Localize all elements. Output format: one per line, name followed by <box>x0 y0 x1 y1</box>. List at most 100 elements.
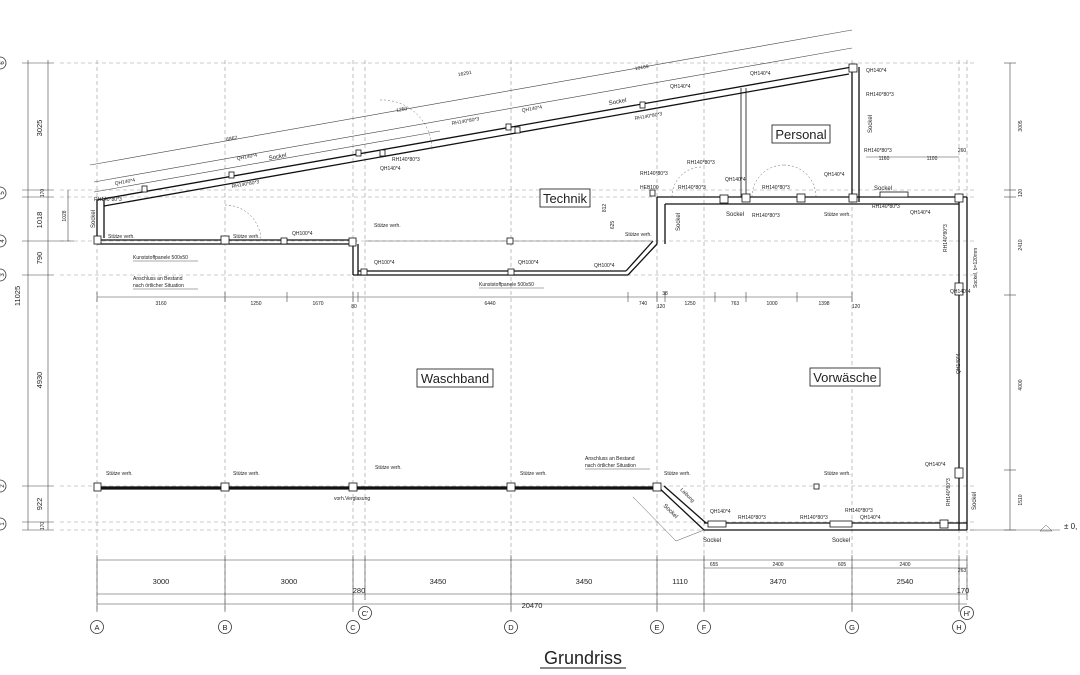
svg-text:C: C <box>350 623 356 632</box>
svg-text:3000: 3000 <box>153 577 170 586</box>
svg-text:170: 170 <box>957 586 970 595</box>
svg-text:1510: 1510 <box>1018 494 1024 505</box>
svg-text:3000: 3000 <box>281 577 298 586</box>
svg-text:D: D <box>508 623 514 632</box>
svg-text:RH140*80*3: RH140*80*3 <box>231 179 260 190</box>
svg-text:A: A <box>94 623 99 632</box>
svg-text:Anschluss an Bestand: Anschluss an Bestand <box>585 456 635 462</box>
svg-text:1250: 1250 <box>396 106 408 114</box>
svg-text:812: 812 <box>602 204 608 213</box>
svg-text:QH140*4: QH140*4 <box>950 289 971 295</box>
svg-text:1670: 1670 <box>312 301 323 307</box>
svg-text:QH140*4: QH140*4 <box>670 84 691 90</box>
svg-text:38: 38 <box>662 291 668 297</box>
svg-text:20470: 20470 <box>522 601 543 610</box>
svg-text:2540: 2540 <box>897 577 914 586</box>
svg-text:Stütze verh.: Stütze verh. <box>824 471 851 477</box>
svg-text:Kunststoffpanele 500x50: Kunststoffpanele 500x50 <box>479 282 534 288</box>
svg-text:Stütze verh.: Stütze verh. <box>625 232 652 238</box>
drawing-title: Grundriss <box>544 648 622 668</box>
svg-text:QH140*4: QH140*4 <box>860 515 881 521</box>
svg-text:RH140*80*3: RH140*80*3 <box>872 204 900 210</box>
svg-text:QH140*4: QH140*4 <box>710 509 731 515</box>
svg-text:625: 625 <box>610 221 616 230</box>
svg-text:QH100*4: QH100*4 <box>594 263 615 269</box>
svg-text:Sockel: Sockel <box>608 98 627 107</box>
svg-text:170: 170 <box>40 189 46 198</box>
svg-text:Sockel, b=120mm: Sockel, b=120mm <box>973 248 979 288</box>
svg-text:RH140*80*3: RH140*80*3 <box>94 197 122 203</box>
svg-text:Sockel: Sockel <box>874 186 892 192</box>
svg-text:Sockel: Sockel <box>832 538 850 544</box>
svg-text:6862: 6862 <box>226 135 238 143</box>
svg-text:QH140*4: QH140*4 <box>725 177 746 183</box>
annotations: Sockel Sockel Sockel Sockel Sockel Socke… <box>91 68 979 544</box>
svg-text:3450: 3450 <box>430 577 447 586</box>
svg-text:6: 6 <box>0 61 6 65</box>
svg-text:QH100*4: QH100*4 <box>374 260 395 266</box>
svg-text:4930: 4930 <box>35 372 44 389</box>
svg-text:3160: 3160 <box>155 301 166 307</box>
svg-text:RH140*80*3: RH140*80*3 <box>946 478 952 506</box>
svg-text:QH140*4: QH140*4 <box>380 166 401 172</box>
svg-text:QH140*4: QH140*4 <box>750 71 771 77</box>
grid-lines <box>60 60 975 612</box>
svg-text:605: 605 <box>838 562 847 568</box>
svg-text:1110: 1110 <box>672 577 688 586</box>
svg-text:Sockel: Sockel <box>662 503 679 520</box>
svg-text:1250: 1250 <box>684 301 695 307</box>
room-label-personal: Personal <box>775 127 826 142</box>
room-label-technik: Technik <box>543 191 588 206</box>
svg-text:5: 5 <box>0 191 6 195</box>
columns <box>93 63 964 529</box>
svg-text:1250: 1250 <box>250 301 261 307</box>
svg-text:3450: 3450 <box>576 577 593 586</box>
svg-text:170: 170 <box>40 522 46 531</box>
svg-text:1028: 1028 <box>62 210 68 221</box>
svg-text:Stütze verh.: Stütze verh. <box>375 465 402 471</box>
svg-text:10169: 10169 <box>634 64 649 72</box>
svg-text:QH140*4: QH140*4 <box>114 177 136 187</box>
svg-text:Sockel: Sockel <box>91 210 97 228</box>
svg-text:1398: 1398 <box>818 301 829 307</box>
svg-text:RH140*80*3: RH140*80*3 <box>943 224 949 252</box>
svg-text:QH100*4: QH100*4 <box>292 231 313 237</box>
svg-text:2400: 2400 <box>899 562 910 568</box>
svg-text:1160: 1160 <box>879 156 890 162</box>
svg-text:vorh.Verglasung: vorh.Verglasung <box>334 496 370 502</box>
svg-text:Stütze verh.: Stütze verh. <box>106 471 133 477</box>
svg-text:16291: 16291 <box>457 70 472 78</box>
svg-text:RH140*80*3: RH140*80*3 <box>800 515 828 521</box>
svg-text:1018: 1018 <box>35 212 44 229</box>
svg-text:HEB100: HEB100 <box>640 185 659 191</box>
svg-text:QH140*4: QH140*4 <box>824 172 845 178</box>
svg-text:RH140*80*3: RH140*80*3 <box>451 116 480 127</box>
svg-text:Anschluss an Bestand: Anschluss an Bestand <box>133 276 183 282</box>
svg-text:763: 763 <box>731 301 740 307</box>
svg-text:RH140*80*3: RH140*80*3 <box>738 515 766 521</box>
svg-text:QH140*4: QH140*4 <box>925 462 946 468</box>
svg-text:nach örtlicher Situation: nach örtlicher Situation <box>133 283 184 289</box>
svg-text:80: 80 <box>351 304 357 310</box>
svg-text:Stütze verh.: Stütze verh. <box>108 234 135 240</box>
svg-text:2: 2 <box>0 484 6 488</box>
svg-text:Sockel: Sockel <box>868 115 874 133</box>
svg-text:260: 260 <box>958 148 967 154</box>
svg-text:1100: 1100 <box>927 156 938 162</box>
svg-text:922: 922 <box>35 498 44 511</box>
svg-text:3005: 3005 <box>1018 120 1024 131</box>
svg-text:RH140*80*3: RH140*80*3 <box>640 171 668 177</box>
room-label-vorwaesche: Vorwäsche <box>813 370 877 385</box>
room-labels: Personal Technik Waschband Vorwäsche <box>416 124 881 388</box>
svg-text:RH140*80*3: RH140*80*3 <box>634 111 663 122</box>
svg-text:RH140*80*3: RH140*80*3 <box>845 508 873 514</box>
svg-text:H: H <box>956 623 961 632</box>
svg-text:Sockel: Sockel <box>268 153 287 162</box>
svg-text:QH140*4: QH140*4 <box>521 104 543 114</box>
svg-text:QH140*4: QH140*4 <box>956 353 962 374</box>
svg-text:Sockel: Sockel <box>703 538 721 544</box>
svg-text:RH140*80*3: RH140*80*3 <box>392 157 420 163</box>
svg-text:2410: 2410 <box>1018 239 1024 250</box>
svg-text:Stütze verh.: Stütze verh. <box>520 471 547 477</box>
